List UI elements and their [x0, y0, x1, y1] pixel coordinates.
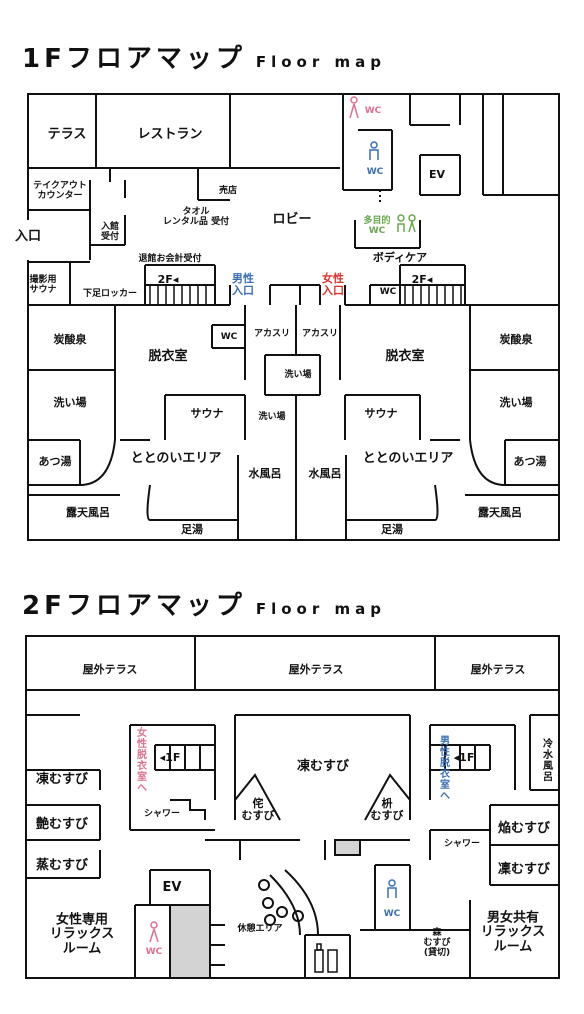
shower-right: シャワー	[443, 839, 481, 850]
photo-sauna: 撮影用 サウナ	[29, 275, 57, 295]
lobby: ロビー	[272, 211, 312, 227]
outdoor-bath-right: 露天風呂	[478, 505, 522, 519]
cold-musubi-center: 凍むすび	[296, 758, 350, 774]
female-dressing-room-link[interactable]: 女性脱衣室へ	[134, 727, 146, 793]
female-wc-icon	[349, 96, 359, 119]
floor1-title: 1Fフロアマップ Floor map	[22, 38, 386, 75]
body-care: ボディケア	[372, 250, 428, 264]
male-entrance: 男性 入口	[232, 271, 254, 297]
outdoor-terrace-left: 屋外テラス	[82, 662, 138, 676]
floor1-outline	[27, 93, 560, 541]
floor1-title-en: Floor map	[255, 53, 386, 71]
floor2-outline	[25, 635, 560, 979]
female-wc-1f: WC	[364, 106, 382, 117]
homura-musubi: 焔むすび	[497, 820, 551, 836]
women-relax-room: 女性専用 リラックス ルーム	[49, 912, 115, 957]
washing-center-bottom: 洗い場	[258, 412, 286, 423]
sauna-right: サウナ	[364, 406, 398, 420]
male-wc-1f: WC	[366, 167, 384, 178]
foot-bath-right: 足湯	[381, 522, 403, 536]
female-wc-icon-2f	[149, 921, 159, 943]
gray-block-center	[334, 839, 361, 856]
shop: 売店	[218, 186, 238, 197]
carbonated-spring-right: 炭酸泉	[499, 332, 533, 346]
hot-bath-right: あつ湯	[513, 454, 547, 468]
stairs-to-2f-left[interactable]: 2F◂	[157, 272, 179, 286]
totonoi-area-left: ととのいエリア	[130, 450, 222, 466]
male-wc-icon-2f	[387, 879, 397, 898]
washing-area-right: 洗い場	[499, 395, 533, 409]
multipurpose-wc: 多目的 WC	[363, 216, 391, 236]
female-entrance: 女性 入口	[322, 271, 344, 297]
stairs-to-2f-right[interactable]: 2F◂	[411, 272, 433, 286]
male-wc-2f: WC	[383, 909, 401, 920]
foot-bath-left: 足湯	[181, 522, 203, 536]
room-terrace: テラス	[47, 126, 87, 142]
female-wc-2f: WC	[145, 947, 163, 958]
cold-water-bath: 冷水風呂	[540, 738, 552, 782]
rin-musubi: 凜むすび	[497, 861, 551, 877]
gray-block-ev	[169, 904, 211, 979]
totonoi-area-right: ととのいエリア	[362, 450, 454, 466]
washing-center-top: 洗い場	[284, 370, 312, 381]
checkout-reception: 退館お会計受付	[138, 254, 202, 265]
wc-bath-left: WC	[220, 332, 238, 343]
cold-bath-left: 水風呂	[248, 466, 282, 480]
male-wc-icon	[369, 141, 379, 160]
sauna-left: サウナ	[190, 406, 224, 420]
outdoor-bath-left: 露天風呂	[66, 505, 110, 519]
towel-rental: タオル レンタル品 受付	[162, 207, 230, 227]
masu-musubi: 枡 むすび	[370, 796, 404, 822]
forest-musubi-private: 森 むすび (貸切)	[423, 928, 451, 958]
stairs-to-1f-right[interactable]: ◂1F	[453, 750, 475, 764]
entrance: 入口	[14, 228, 42, 244]
entry-reception: 入館 受付	[100, 222, 120, 242]
takeout-counter: テイクアウト カウンター	[33, 181, 87, 201]
wc-bath-right: WC	[379, 287, 397, 298]
floor2-title-jp: 2Fフロアマップ	[22, 591, 246, 621]
dressing-room-right: 脱衣室	[385, 348, 425, 364]
stairs-to-1f-left[interactable]: ◂1F	[159, 750, 181, 764]
elevator-2f: EV	[162, 879, 182, 895]
carbonated-spring-left: 炭酸泉	[53, 332, 87, 346]
rest-area: 休憩エリア	[237, 924, 283, 935]
shower-left: シャワー	[143, 809, 181, 820]
outdoor-terrace-center: 屋外テラス	[288, 662, 344, 676]
akasuri-right: アカスリ	[301, 329, 339, 340]
mushi-musubi: 蒸むすび	[35, 857, 89, 873]
floor2-title: 2Fフロアマップ Floor map	[22, 585, 386, 622]
shoe-locker: 下足ロッカー	[82, 289, 138, 300]
hisashi-musubi: 侘 むすび	[241, 796, 275, 822]
hot-bath-left: あつ湯	[38, 454, 72, 468]
outdoor-terrace-right: 屋外テラス	[470, 662, 526, 676]
room-restaurant: レストラン	[137, 126, 203, 142]
mixed-relax-room: 男女共有 リラックス ルーム	[480, 910, 546, 955]
tsuya-musubi: 艶むすび	[35, 816, 89, 832]
washing-area-left: 洗い場	[53, 395, 87, 409]
cold-bath-right: 水風呂	[308, 466, 342, 480]
akasuri-left: アカスリ	[253, 329, 291, 340]
male-dressing-room-link[interactable]: 男性脱衣室へ	[437, 735, 449, 801]
dressing-room-left: 脱衣室	[148, 348, 188, 364]
bottle-glass-icon	[314, 943, 338, 973]
floor1-title-jp: 1Fフロアマップ	[22, 44, 246, 74]
elevator-1f: EV	[428, 167, 446, 181]
multipurpose-wc-icon	[397, 214, 416, 233]
floor2-title-en: Floor map	[255, 600, 386, 618]
cold-musubi-left: 凍むすび	[35, 771, 89, 787]
